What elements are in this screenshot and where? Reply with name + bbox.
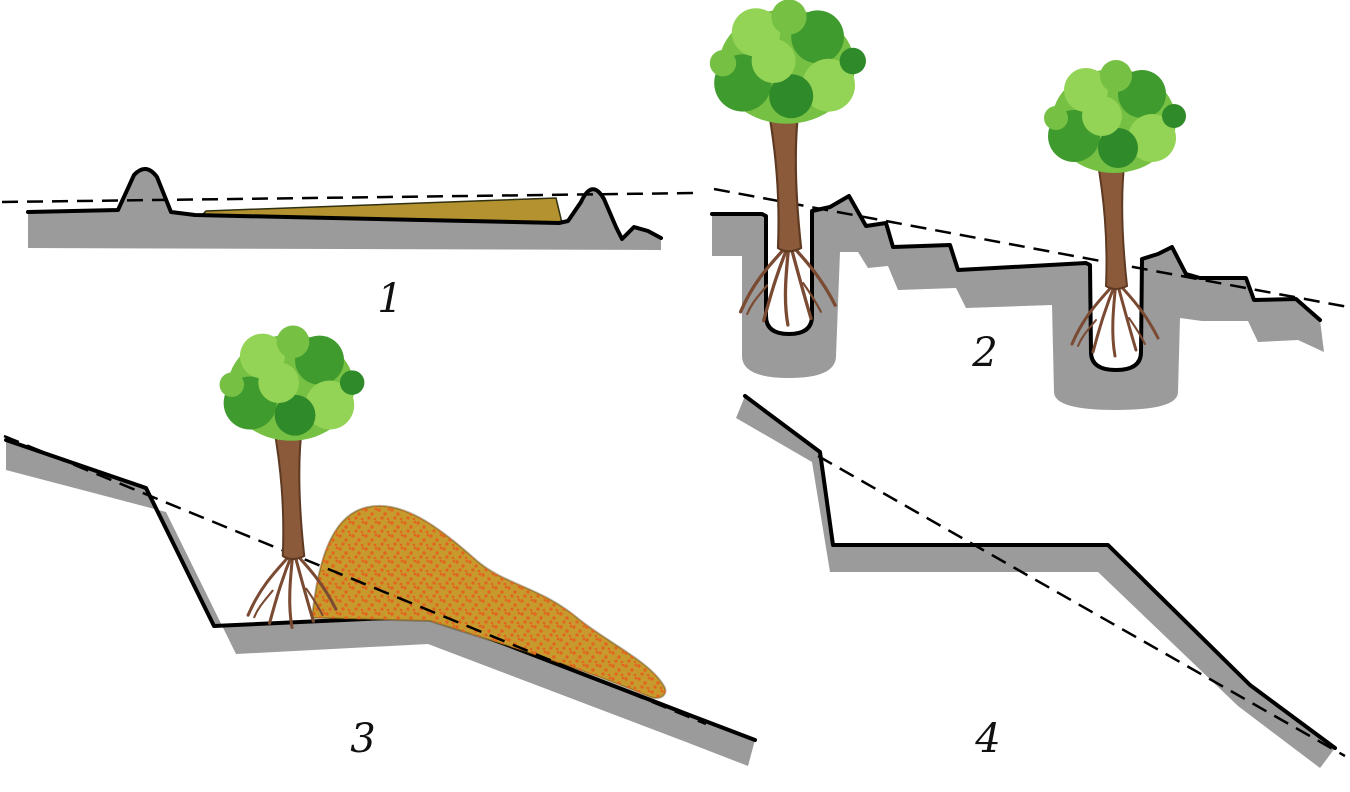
panel-3-datum-line bbox=[3, 434, 707, 726]
panel-2-cross-section: 2 bbox=[708, 0, 1349, 410]
tree-in-pit-left bbox=[708, 0, 868, 327]
panel-3-ground bbox=[6, 440, 755, 766]
panel-1-surface-outline bbox=[26, 167, 663, 241]
panel-1-datum-line bbox=[1, 191, 698, 204]
panel-4-surface-outline bbox=[743, 394, 1337, 750]
panel-3-cross-section: 3 bbox=[3, 323, 757, 766]
panel-4-cross-section: 4 bbox=[736, 394, 1346, 768]
panel-4-label: 4 bbox=[974, 716, 1000, 762]
panel-3-label: 3 bbox=[350, 716, 375, 762]
panel-1-ground bbox=[28, 168, 661, 250]
panel-1-label: 1 bbox=[377, 276, 402, 322]
panel-2-datum-line bbox=[713, 187, 1349, 309]
panel-3-soil-mound-speckles bbox=[312, 505, 666, 699]
panel-4-ground bbox=[736, 396, 1335, 768]
panel-2-label: 2 bbox=[971, 330, 997, 376]
panel-1-cross-section: 1 bbox=[1, 167, 698, 322]
panel-4-datum-line bbox=[817, 454, 1346, 758]
panel-2-surface-outline bbox=[710, 194, 1322, 372]
panel-3-surface-outline bbox=[4, 438, 757, 742]
panel-2-ground bbox=[712, 196, 1324, 410]
